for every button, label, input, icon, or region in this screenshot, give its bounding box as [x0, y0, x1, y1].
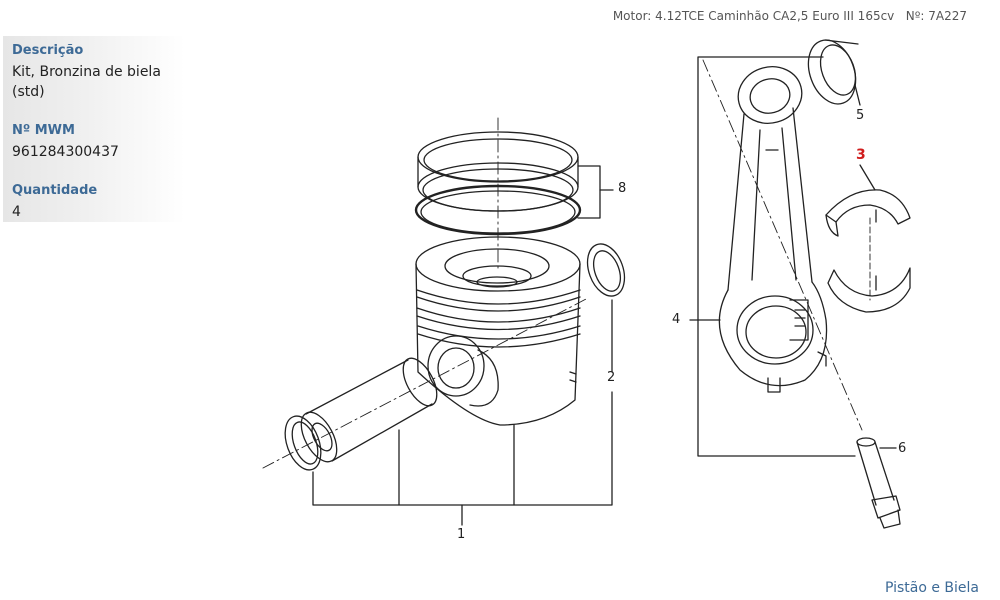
diagram-number: Nº: 7A227 — [905, 9, 967, 23]
bearing-shell-lower[interactable] — [827, 267, 911, 313]
piston[interactable] — [415, 236, 581, 426]
mwm-value: 961284300437 — [12, 144, 119, 160]
mwm-label: Nº MWM — [12, 123, 75, 138]
quantity-value: 4 — [12, 204, 21, 220]
callout-5[interactable]: 5 — [856, 108, 865, 123]
small-end-bushing[interactable] — [800, 33, 864, 110]
part-info-panel: Descrição Kit, Bronzina de biela (std) N… — [3, 36, 185, 222]
callout-3-highlighted[interactable]: 3 — [856, 147, 866, 163]
piston-pin[interactable] — [294, 353, 444, 467]
diagram-header: Motor: 4.12TCE Caminhão CA2,5 Euro III 1… — [613, 9, 967, 23]
callout-4[interactable]: 4 — [672, 312, 681, 327]
description-label: Descrição — [12, 43, 84, 58]
callout-6[interactable]: 6 — [898, 441, 907, 456]
callout-1[interactable]: 1 — [457, 527, 466, 542]
quantity-label: Quantidade — [12, 183, 98, 198]
callout-2[interactable]: 2 — [607, 370, 616, 385]
engine-label: Motor: 4.12TCE Caminhão CA2,5 Euro III 1… — [612, 9, 895, 23]
snap-ring-right[interactable] — [581, 239, 631, 301]
snap-ring-left[interactable] — [278, 411, 327, 475]
section-link-pistao-e-biela[interactable]: Pistão e Biela — [884, 580, 979, 596]
description-value: Kit, Bronzina de biela (std) — [12, 64, 161, 100]
callout-8[interactable]: 8 — [618, 181, 627, 196]
bearing-shell-upper[interactable] — [825, 189, 911, 237]
connecting-rod[interactable] — [718, 60, 828, 393]
rod-bolt[interactable] — [856, 437, 901, 529]
